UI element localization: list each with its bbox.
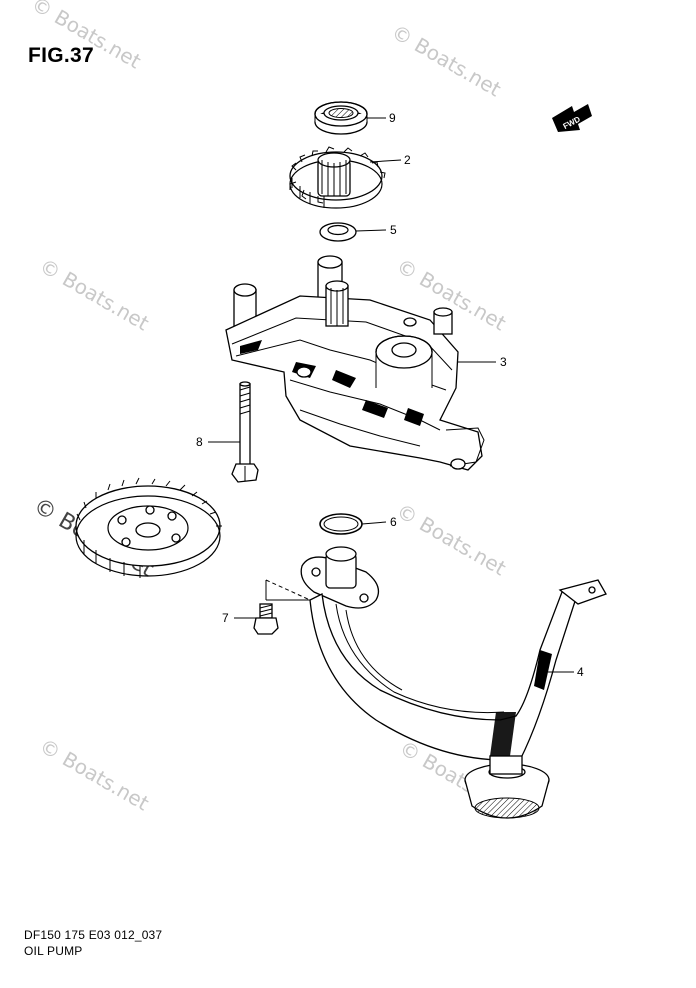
oil-seal-drawing [314, 101, 368, 135]
callout-4: 4 [577, 665, 584, 679]
oil-strainer-pipe-drawing [300, 546, 607, 819]
callout-3: 3 [500, 355, 507, 369]
o-ring-drawing [319, 513, 363, 535]
drive-gear-drawing [289, 146, 386, 209]
diagram-name: OIL PUMP [24, 944, 83, 958]
callout-group: 9 2 5 3 8 6 7 4 [196, 111, 584, 679]
watermark-text: © Boats.net [393, 499, 511, 581]
callout-7: 7 [222, 611, 229, 625]
diagram-code: DF150 175 E03 012_037 [24, 928, 163, 942]
oil-pump-assembly-drawing [225, 255, 485, 471]
long-bolt-drawing [231, 381, 259, 483]
short-bolt-drawing [253, 579, 311, 635]
watermark-text: © Boats.net [28, 0, 146, 73]
figure-title: FIG.37 [28, 44, 94, 67]
driven-gear-drawing [75, 477, 222, 578]
washer-drawing [319, 222, 357, 242]
callout-8: 8 [196, 435, 203, 449]
watermark-text: © Boats.net [36, 254, 154, 336]
watermark-text: © Boats.net [36, 734, 154, 816]
callout-2: 2 [404, 153, 411, 167]
watermark-text: © Boats.net [388, 20, 506, 102]
callout-9: 9 [389, 111, 396, 125]
fwd-arrow-icon: FWD [552, 104, 592, 132]
callout-6: 6 [390, 515, 397, 529]
callout-5: 5 [390, 223, 397, 237]
